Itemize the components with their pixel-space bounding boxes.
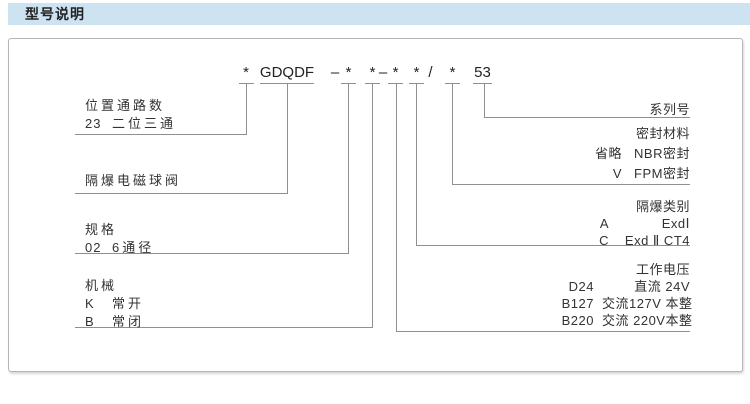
block-row: 23 二位三通 <box>85 115 176 133</box>
row-code: V <box>612 166 622 181</box>
block-row: B220 交流 220V本整 <box>561 312 693 329</box>
code-part-star-4: * <box>392 64 399 81</box>
row-code: A <box>599 216 609 231</box>
block-title: 隔爆电磁球阀 <box>85 173 182 188</box>
code-part-dash-1: – <box>330 64 340 81</box>
block-row: B 常闭 <box>85 313 144 331</box>
row-desc: ExdⅠ <box>661 216 690 231</box>
row-desc: 交流127V 本整 <box>602 296 693 311</box>
block-title: 位置通路数 <box>85 98 166 113</box>
block-row: V FPM密封 <box>595 164 690 184</box>
block-explosion-proof-class: 隔爆类别 A ExdⅠ C Exd Ⅱ CT4 <box>599 198 690 249</box>
block-row: C Exd Ⅱ CT4 <box>599 232 690 249</box>
block-series-number: 系列号 <box>649 100 690 120</box>
code-part-series: GDQDF <box>259 64 315 81</box>
block-title: 机械 <box>85 278 118 293</box>
row-code: B220 <box>561 313 594 328</box>
row-code: D24 <box>568 279 594 294</box>
block-row: D24 直流 24V <box>562 278 690 295</box>
row-desc: 常闭 <box>112 314 145 329</box>
row-desc: NBR密封 <box>634 146 690 161</box>
block-row: B127 交流127V 本整 <box>561 295 693 312</box>
section-header: 型号说明 <box>8 3 750 25</box>
block-position-channels: 位置通路数 23 二位三通 <box>85 97 176 133</box>
block-row: 02 6通径 <box>85 239 154 257</box>
block-row: A ExdⅠ <box>599 215 690 232</box>
row-code: B127 <box>561 296 594 311</box>
block-row: K 常开 <box>85 295 144 313</box>
code-part-slash: / <box>428 64 433 81</box>
row-code: 23 <box>85 116 102 131</box>
block-title: 密封材料 <box>635 126 690 141</box>
row-code: C <box>599 233 609 248</box>
code-part-star-1: * <box>243 64 249 81</box>
row-desc: 直流 24V <box>634 279 690 294</box>
code-part-star-3: * <box>369 64 376 81</box>
code-part-star-6: * <box>449 64 456 81</box>
block-title: 隔爆类别 <box>635 199 690 214</box>
code-part-series-no: 53 <box>474 64 491 81</box>
block-seal-material: 密封材料 省略 NBR密封 V FPM密封 <box>595 124 690 184</box>
row-code: 02 <box>85 240 102 255</box>
row-desc: 交流 220V本整 <box>602 313 693 328</box>
row-desc: 二位三通 <box>112 116 177 131</box>
row-desc: Exd Ⅱ CT4 <box>624 233 690 248</box>
row-code: B <box>85 314 95 329</box>
code-part-star-5: * <box>413 64 420 81</box>
row-code: K <box>85 296 95 311</box>
code-part-dash-2: – <box>378 64 388 81</box>
row-desc: 常开 <box>112 296 145 311</box>
row-desc: FPM密封 <box>634 166 690 181</box>
block-specification: 规格 02 6通径 <box>85 221 154 257</box>
section-title: 型号说明 <box>25 6 85 22</box>
block-valve-type: 隔爆电磁球阀 <box>85 172 181 190</box>
block-title: 规格 <box>85 222 118 237</box>
row-desc: 6通径 <box>112 240 155 255</box>
block-mechanical: 机械 K 常开 B 常闭 <box>85 277 144 331</box>
block-working-voltage: 工作电压 D24 直流 24V B127 交流127V 本整 B220 交流 2… <box>561 261 693 329</box>
code-part-star-2: * <box>345 64 352 81</box>
row-code: 省略 <box>594 146 622 161</box>
block-row: 省略 NBR密封 <box>595 144 690 164</box>
block-title: 工作电压 <box>635 262 690 277</box>
block-title: 系列号 <box>649 102 690 117</box>
